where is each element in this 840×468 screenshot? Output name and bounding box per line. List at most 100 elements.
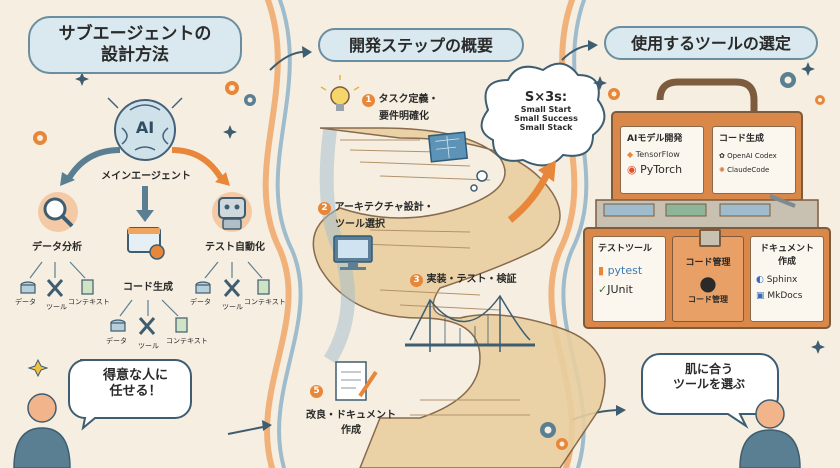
- doc-line2: 作成: [777, 257, 796, 267]
- pytorch-label: PyTorch: [640, 163, 683, 176]
- sphinx-row: ◐ Sphinx: [756, 275, 818, 285]
- step1-line2: 要件明確化: [379, 111, 429, 122]
- sub-arrows: [29, 261, 263, 317]
- step2: 2 アーキテクチャ設計・ ツール選択: [318, 198, 434, 230]
- panel-test-tool: テストツール ▮ pytest ✓JUnit: [592, 236, 666, 322]
- claude-label: ClaudeCode: [727, 166, 770, 174]
- step2-number: 2: [318, 202, 331, 215]
- wrench-icon: [138, 317, 156, 335]
- star-icon: [801, 62, 815, 76]
- left-speech-text: 得意な人に 任せる！: [80, 368, 191, 401]
- cloud-line2: Small Success: [514, 114, 578, 123]
- code-gen-label-right: コード生成: [719, 134, 765, 144]
- wrench-icon: [46, 279, 64, 297]
- step5-number-wrap: 5: [310, 378, 330, 398]
- star-icon: [27, 358, 49, 378]
- pytest-icon: ▮: [598, 264, 608, 277]
- document-icon: [81, 279, 94, 295]
- right-speech-line2: ツールを選ぶ: [672, 377, 745, 391]
- bridge-icon: [405, 294, 535, 352]
- step1-number: 1: [362, 94, 375, 107]
- arrow-to-test-auto: [171, 147, 225, 182]
- left-speech-line2: 任せる！: [109, 384, 162, 400]
- speech-bubble-left: [68, 359, 192, 431]
- blueprint-icon: [427, 131, 469, 163]
- codex-label: OpenAI Codex: [727, 152, 777, 160]
- arrow-bottom-left: [227, 420, 272, 435]
- data-analysis-label: データ分析: [32, 242, 82, 253]
- gear-icon: [244, 94, 256, 106]
- thought-dot: [470, 184, 478, 192]
- right-speech-text: 肌に合う ツールを選ぶ: [646, 362, 772, 392]
- step5-line2: 作成: [341, 425, 361, 436]
- star-icon: [223, 125, 237, 139]
- monitor-icon: [333, 235, 373, 270]
- tool-label: ツール: [138, 342, 159, 350]
- left-title-line1: サブエージェントの: [58, 24, 212, 44]
- step3: 3 実装・テスト・検証: [410, 270, 516, 287]
- speech-bubble-right: [641, 353, 779, 429]
- star-icon: [811, 340, 825, 354]
- robot-icon: [212, 192, 252, 232]
- gear-icon: [33, 131, 47, 145]
- context-label: コンテキスト: [68, 298, 110, 306]
- codex-row: ✿ OpenAI Codex: [719, 152, 789, 160]
- step5-line1: 改良・ドキュメント: [306, 410, 396, 421]
- gear-icon: [540, 422, 556, 438]
- junit-label: JUnit: [607, 283, 633, 296]
- test-tool-label: テストツール: [598, 244, 653, 254]
- gear-icon: [815, 95, 825, 105]
- divider-left-blue: [275, 0, 303, 468]
- openai-icon: ✿: [719, 152, 728, 160]
- step5: 改良・ドキュメント 作成: [296, 406, 406, 436]
- gear-icon: [608, 88, 620, 100]
- thought-cloud: [480, 62, 606, 167]
- arrow-left-to-middle: [269, 46, 312, 71]
- data-label: データ: [15, 298, 36, 306]
- github-icon: ●: [699, 271, 717, 295]
- code-mgmt-label2: コード管理: [688, 295, 728, 304]
- pytest-label: pytest: [607, 264, 643, 277]
- thought-dot: [476, 170, 488, 182]
- sphinx-label: Sphinx: [766, 275, 798, 285]
- data-label: データ: [106, 337, 127, 345]
- code-mgmt-label: コード管理: [685, 258, 731, 268]
- data-label: データ: [190, 298, 211, 306]
- tensorflow-row: ◆ TensorFlow: [627, 150, 697, 159]
- step3-text: 実装・テスト・検証: [426, 274, 517, 285]
- pytorch-icon: ◉: [627, 163, 641, 176]
- doc-line1: ドキュメント: [759, 244, 814, 254]
- wrench-icon: [223, 279, 241, 297]
- star-icon: [75, 72, 89, 86]
- junit-row: ✓JUnit: [598, 283, 660, 296]
- left-speech-line1: 得意な人に: [102, 368, 168, 383]
- context-label: コンテキスト: [166, 337, 208, 345]
- person-icon-right: [739, 399, 801, 468]
- arrow-middle-to-right: [561, 40, 598, 61]
- document-icon: [257, 279, 270, 295]
- document-icon: [175, 317, 188, 333]
- cloud-title: S×3s:: [524, 90, 568, 105]
- test-auto-label: テスト自動化: [205, 242, 265, 253]
- right-title: 使用するツールの選定: [631, 34, 791, 53]
- divider-left-orange: [262, 0, 292, 468]
- pytest-row: ▮ pytest: [598, 264, 660, 277]
- tool-label: ツール: [46, 303, 67, 311]
- tensorflow-label: TensorFlow: [635, 150, 680, 159]
- tensorflow-icon: ◆: [627, 150, 636, 159]
- panel-code-gen: コード生成 ✿ OpenAI Codex ✺ ClaudeCode: [712, 126, 796, 194]
- cloud-line1: Small Start: [520, 105, 572, 114]
- left-title-pill: サブエージェントの 設計方法: [28, 16, 242, 74]
- right-speech-line1: 肌に合う: [684, 362, 733, 376]
- middle-title-pill: 開発ステップの概要: [318, 28, 524, 62]
- panel-doc: ドキュメント 作成 ◐ Sphinx ▣ MkDocs: [750, 236, 824, 322]
- middle-title: 開発ステップの概要: [348, 36, 493, 55]
- sphinx-icon: ◐: [756, 275, 767, 285]
- cloud-line3: Small Stack: [519, 123, 573, 132]
- gear-icon: [225, 81, 239, 95]
- tool-label: ツール: [222, 303, 243, 311]
- pytorch-row: ◉ PyTorch: [627, 163, 697, 176]
- magnifier-icon: [38, 192, 78, 232]
- star-icon: [593, 76, 607, 90]
